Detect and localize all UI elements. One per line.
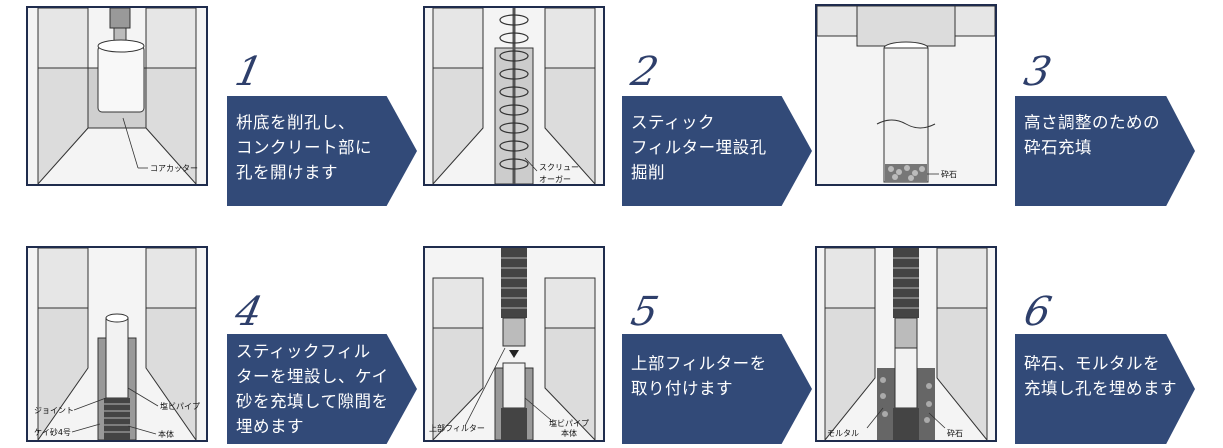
step-description: スティックフィル ターを埋設し、ケイ 砂を充填して隙間を 埋めます <box>236 342 389 436</box>
step-4-illustration: ジョイント 塩ビパイプ ケイ砂4号 本体 <box>26 246 208 442</box>
step-number: 3 <box>1020 49 1056 95</box>
step-arrow: 枡底を削孔し、 コンクリート部に 孔を開けます <box>227 96 417 206</box>
label-pvc-pipe: 塩ビパイプ <box>160 401 200 411</box>
step-arrow: 上部フィルターを 取り付けます <box>622 334 812 444</box>
step-5-illustration: 上部フィルター 塩ビパイプ 本体 <box>423 246 605 442</box>
label-pvc-pipe: 塩ビパイプ <box>549 418 589 428</box>
step-description: 高さ調整のための 砕石充填 <box>1024 113 1160 157</box>
step-number: 5 <box>627 289 663 335</box>
label-core-cutter: コアカッター <box>150 164 198 173</box>
label-mortar: モルタル <box>827 429 859 438</box>
step-6-illustration: モルタル 砕石 <box>815 246 997 442</box>
step-description: 上部フィルターを 取り付けます <box>631 354 767 398</box>
step-description: スティック フィルター埋設孔 掘削 <box>631 113 767 182</box>
step-arrow: 高さ調整のための 砕石充填 <box>1015 96 1195 206</box>
step-arrow: スティック フィルター埋設孔 掘削 <box>622 96 812 206</box>
step-description: 枡底を削孔し、 コンクリート部に 孔を開けます <box>236 113 372 182</box>
step-number: 2 <box>627 49 663 95</box>
label-joint: ジョイント <box>34 406 74 415</box>
step-2-illustration: スクリュー オーガー <box>423 6 605 186</box>
step-arrow: スティックフィル ターを埋設し、ケイ 砂を充填して隙間を 埋めます <box>227 334 417 444</box>
label-body: 本体 <box>561 428 577 438</box>
step-3-illustration: 砕石 <box>815 4 997 186</box>
label-crushed-stone: 砕石 <box>947 428 963 438</box>
step-1-illustration: コアカッター <box>26 6 208 186</box>
label-body: 本体 <box>158 429 174 439</box>
label-crushed-stone: 砕石 <box>941 169 957 179</box>
label-upper-filter: 上部フィルター <box>429 423 485 433</box>
step-number: 6 <box>1020 289 1056 335</box>
step-number: 1 <box>231 49 267 95</box>
label-silica-sand: ケイ砂4号 <box>34 427 71 437</box>
step-number: 4 <box>231 289 267 335</box>
label-auger: オーガー <box>539 174 571 184</box>
step-description: 砕石、モルタルを 充填し孔を埋めます <box>1024 354 1177 398</box>
label-screw: スクリュー <box>539 163 579 172</box>
step-arrow: 砕石、モルタルを 充填し孔を埋めます <box>1015 334 1195 444</box>
